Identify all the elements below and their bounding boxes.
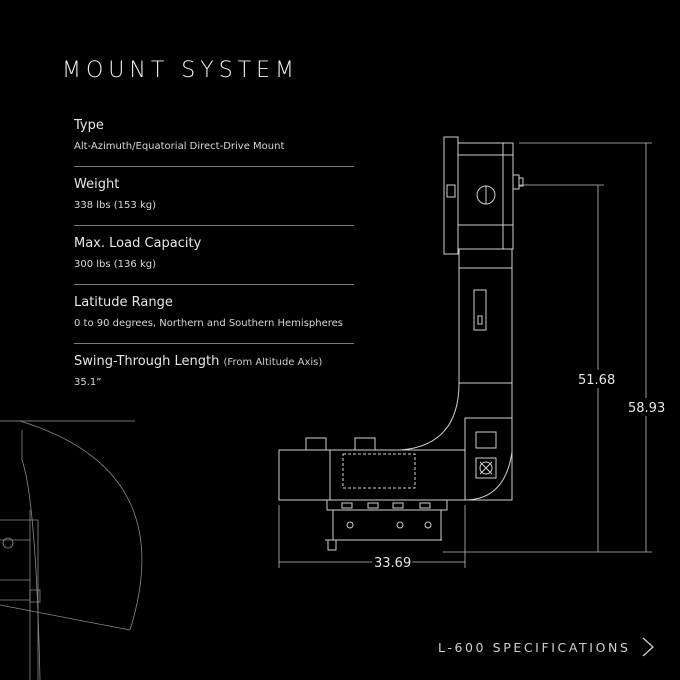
spec-value: Alt-Azimuth/Equatorial Direct-Drive Moun… [74,141,285,152]
specifications-link[interactable]: L-600 SPECIFICATIONS [438,636,655,658]
spec-list: Type Alt-Azimuth/Equatorial Direct-Drive… [74,118,354,388]
dimension-height-total: 58.93 [628,401,665,416]
spec-label: Swing-Through Length (From Altitude Axis… [74,354,323,369]
spec-label: Weight [74,177,120,192]
divider [74,225,354,226]
spec-value: 0 to 90 degrees, Northern and Southern H… [74,318,343,329]
spec-latitude-range: Latitude Range 0 to 90 degrees, Northern… [74,295,354,329]
divider [74,284,354,285]
divider [74,343,354,344]
spec-weight: Weight 338 lbs (153 kg) [74,177,354,211]
spec-value: 338 lbs (153 kg) [74,200,156,211]
background-mount-drawing [0,420,143,680]
spec-label: Type [74,118,104,133]
spec-value: 35.1” [74,377,102,388]
spec-load-capacity: Max. Load Capacity 300 lbs (136 kg) [74,236,354,270]
chevron-right-icon [642,637,654,657]
spec-swing-through: Swing-Through Length (From Altitude Axis… [74,354,354,388]
footer-label: L-600 SPECIFICATIONS [438,639,631,655]
spec-type: Type Alt-Azimuth/Equatorial Direct-Drive… [74,118,354,152]
spec-label: Latitude Range [74,295,173,310]
dimension-height-inner: 51.68 [578,373,615,388]
page-title: MOUNT SYSTEM [62,58,299,83]
spec-note: (From Altitude Axis) [223,357,323,368]
dimension-width: 33.69 [374,556,411,571]
spec-label: Max. Load Capacity [74,236,202,251]
spec-value: 300 lbs (136 kg) [74,259,156,270]
divider [74,166,354,167]
